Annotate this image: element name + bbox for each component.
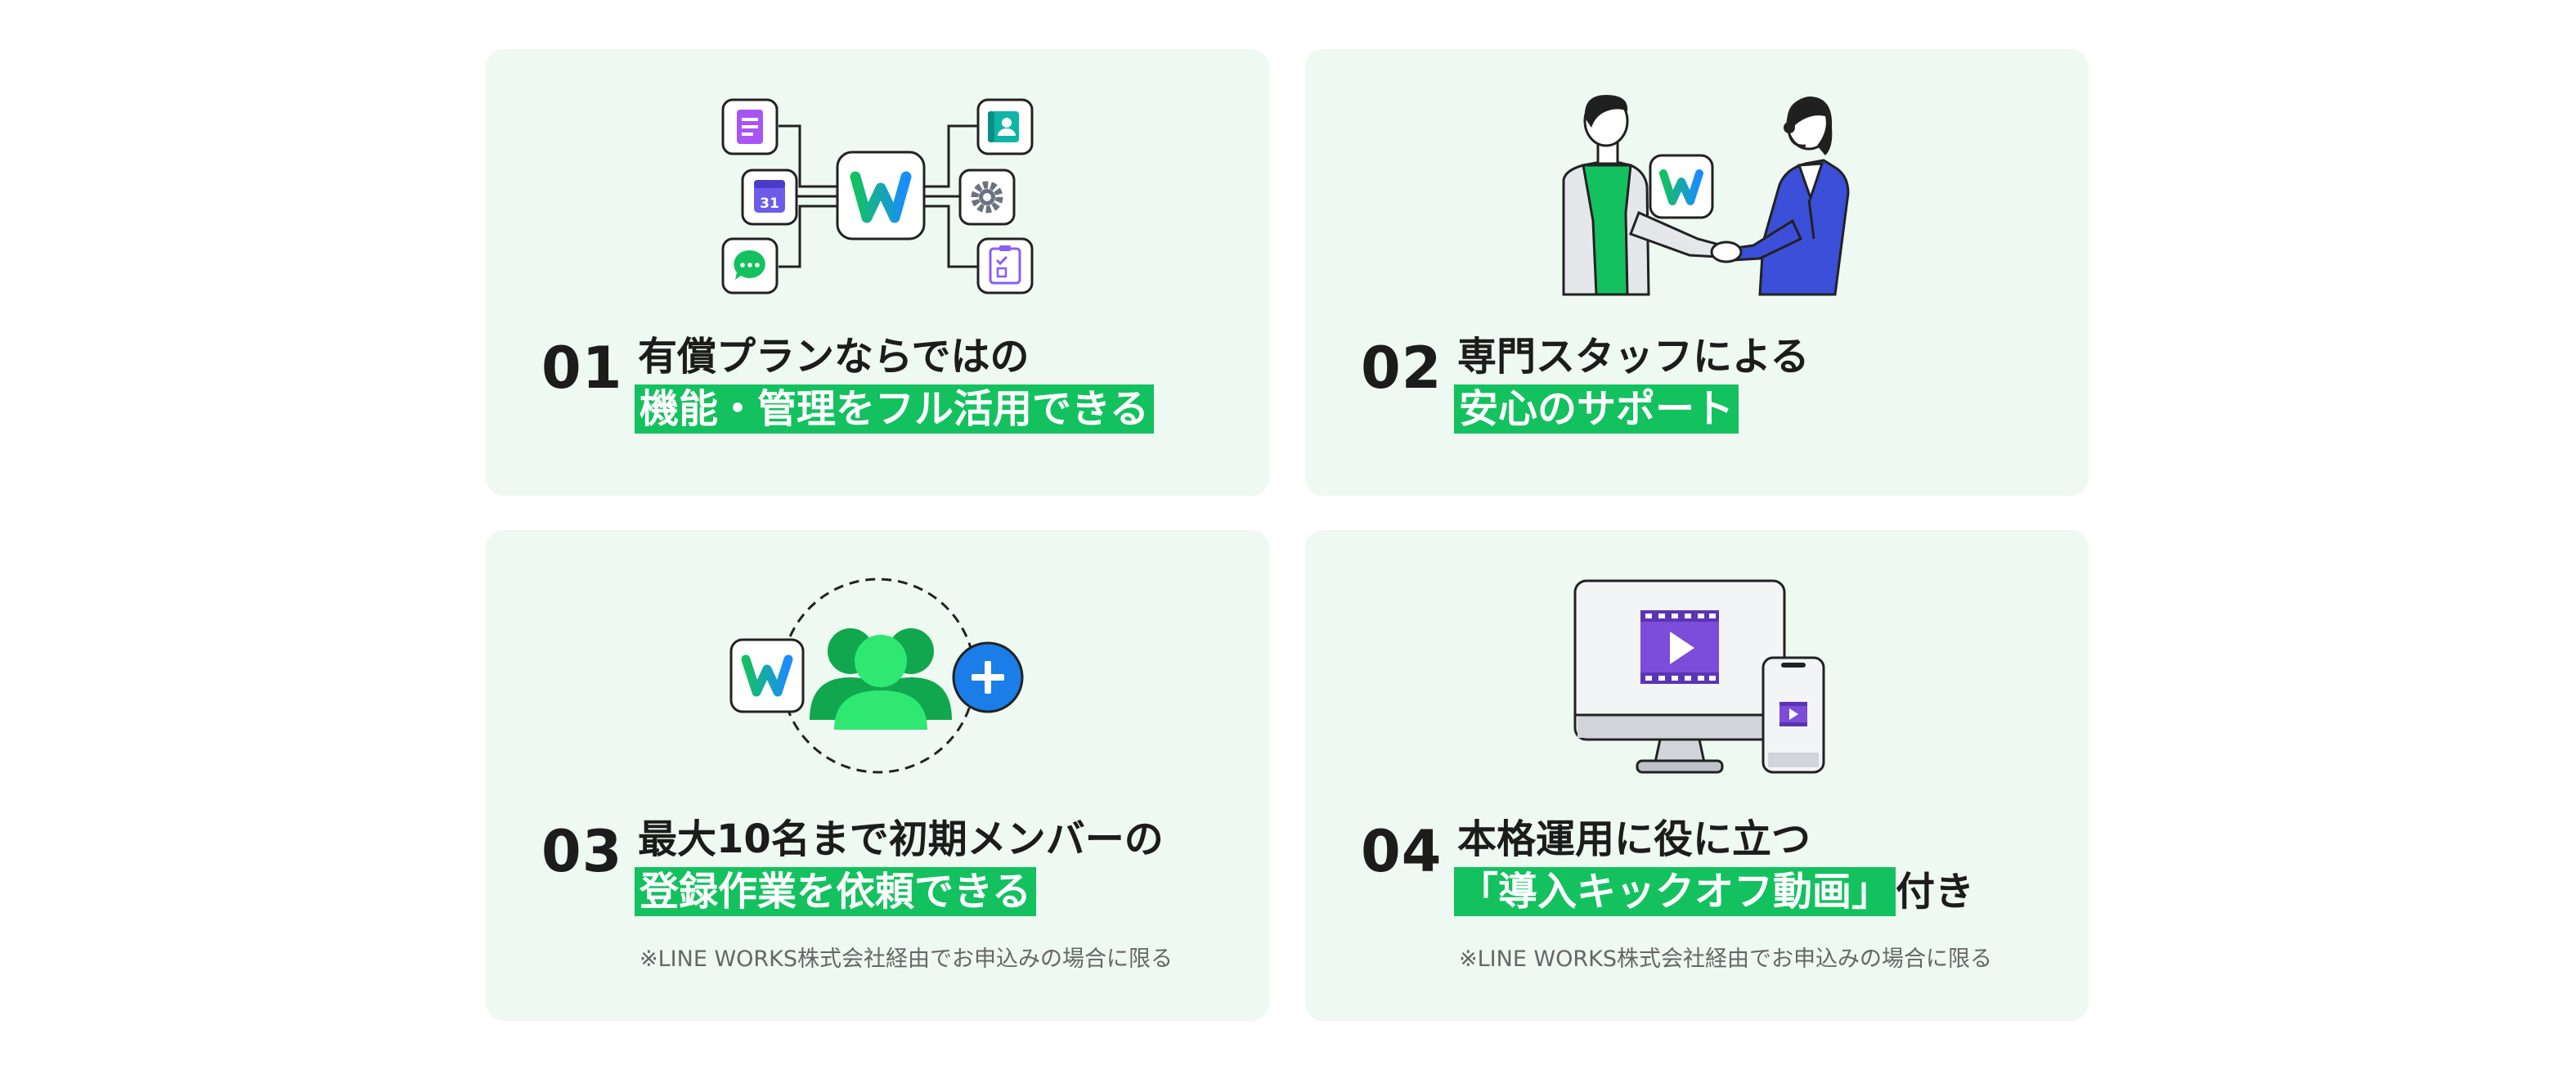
feature-title: 本格運用に役に立つ 「導入キックオフ動画」付き: [1454, 815, 1974, 916]
feature-number: 02: [1361, 335, 1443, 402]
feature-title-line1: 専門スタッフによる: [1457, 334, 1810, 380]
users-icon: [810, 628, 952, 730]
staff-woman-figure: [1729, 97, 1850, 296]
feature-title-highlight: 「導入キックオフ動画」: [1454, 867, 1896, 916]
kickoff-video-illustration: [1573, 579, 1825, 774]
works-logo-icon: [836, 151, 926, 241]
feature-title-line2: 「導入キックオフ動画」付き: [1454, 867, 1974, 916]
feature-number: 03: [541, 818, 623, 885]
feature-title-line2: 機能・管理をフル活用できる: [635, 384, 1155, 434]
works-logo-icon: [1649, 154, 1714, 219]
feature-title-highlight: 機能・管理をフル活用できる: [635, 384, 1155, 434]
feature-title-line1: 有償プランならではの: [638, 334, 1030, 380]
works-logo-icon: [729, 638, 805, 713]
gear-icon: [958, 169, 1016, 226]
handshake-illustration: [1562, 95, 1850, 296]
feature-card-01: 31: [486, 49, 1269, 496]
checklist-icon: [976, 237, 1034, 294]
smartphone-icon: [1761, 656, 1825, 774]
feature-title-line2: 安心のサポート: [1454, 384, 1810, 434]
feature-title-line1: 本格運用に役に立つ: [1457, 816, 1811, 862]
feature-note: ※LINE WORKS株式会社経由でお申込みの場合に限る: [640, 946, 1174, 972]
feature-title: 最大10名まで初期メンバーの 登録作業を依頼できる: [635, 815, 1164, 916]
handshake-hands: [1710, 241, 1743, 263]
contact-icon: [976, 98, 1034, 155]
chat-icon: [721, 237, 779, 294]
calendar-day-label: 31: [760, 196, 779, 212]
feature-title-tail: 付き: [1896, 869, 1975, 915]
feature-card-02: 02 専門スタッフによる 安心のサポート: [1305, 49, 2089, 496]
feature-title: 有償プランならではの 機能・管理をフル活用できる: [635, 332, 1155, 434]
feature-title-highlight: 安心のサポート: [1454, 384, 1739, 434]
feature-number: 01: [541, 335, 623, 402]
feature-card-04: 04 本格運用に役に立つ 「導入キックオフ動画」付き ※LINE WORKS株式…: [1305, 530, 2089, 1021]
feature-card-03: 03 最大10名まで初期メンバーの 登録作業を依頼できる ※LINE WORKS…: [486, 530, 1269, 1021]
feature-title: 専門スタッフによる 安心のサポート: [1454, 332, 1810, 434]
features-integration-illustration: 31: [721, 98, 1034, 294]
video-icon: [1640, 610, 1719, 684]
note-icon: [721, 98, 779, 155]
plus-icon: [952, 641, 1024, 713]
feature-number: 04: [1361, 818, 1443, 885]
feature-note: ※LINE WORKS株式会社経由でお申込みの場合に限る: [1459, 946, 1993, 972]
feature-title-line1: 最大10名まで初期メンバーの: [638, 816, 1164, 862]
feature-title-line2: 登録作業を依頼できる: [635, 867, 1164, 916]
calendar-icon: 31: [741, 169, 798, 226]
member-registration-illustration: [729, 578, 1024, 774]
feature-title-highlight: 登録作業を依頼できる: [635, 867, 1037, 916]
